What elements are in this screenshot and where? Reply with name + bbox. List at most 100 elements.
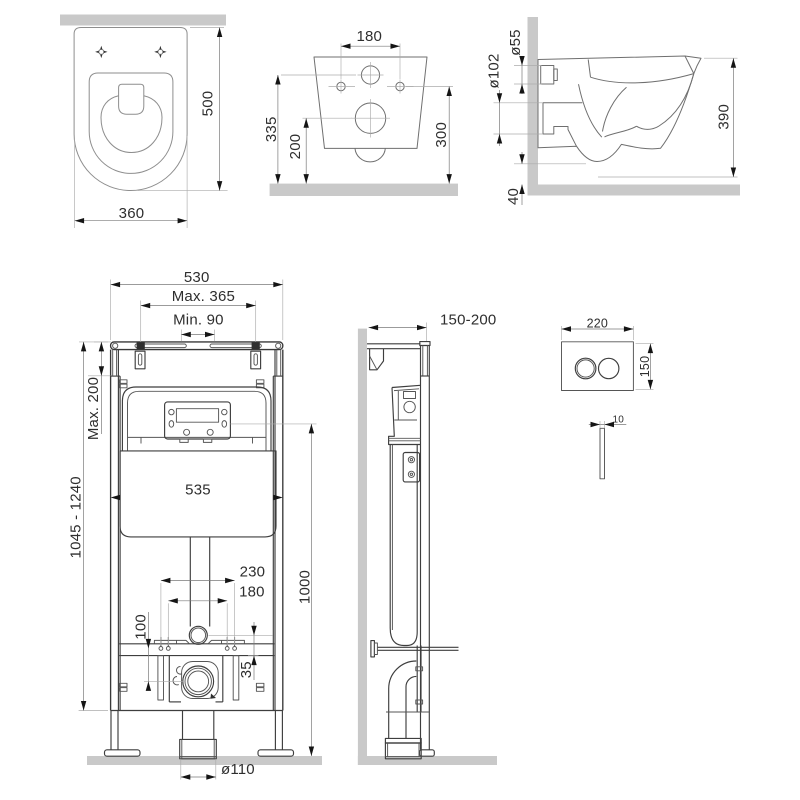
dimension-arrowhead	[181, 331, 191, 338]
pipe-clips	[172, 666, 183, 686]
dim-220-label: 220	[587, 316, 608, 330]
dimension-arrowhead	[417, 324, 427, 331]
toilet-body-outline	[73, 27, 188, 191]
detail-line	[415, 699, 424, 705]
dimension-arrowhead	[273, 281, 283, 288]
frame-line	[188, 625, 208, 645]
dimension-arrowhead	[496, 93, 503, 103]
access-panel	[119, 450, 277, 538]
dim-390-label: 390	[716, 104, 733, 130]
detail-line	[168, 420, 175, 428]
outlet-circle-mid	[184, 667, 212, 696]
dimension-arrowhead	[519, 56, 525, 66]
detail-line	[409, 472, 414, 476]
dimension-arrowhead	[145, 681, 152, 691]
plate-outline	[561, 341, 634, 391]
dim-500-label: 500	[200, 91, 217, 117]
dim-1000: 1000	[230, 423, 317, 756]
detail-line	[183, 428, 191, 436]
dim-150-label: 150	[638, 356, 652, 377]
dim-1000-label: 1000	[296, 570, 313, 604]
side-bracket-plate	[402, 451, 421, 483]
toilet-top-view: 500 360	[60, 14, 228, 228]
floor-section	[357, 756, 497, 765]
foot-plate-left	[103, 749, 141, 757]
inlet-spigot	[540, 65, 558, 85]
frame-line	[384, 737, 422, 744]
detail-line	[255, 383, 265, 389]
dimension-arrowhead	[519, 184, 525, 194]
frame-line	[179, 738, 217, 760]
ceramic-line	[540, 65, 555, 85]
dim-40-label: 40	[505, 188, 522, 205]
dimension-arrowhead	[98, 341, 105, 352]
detail-line	[407, 470, 415, 478]
mounting-cross-right	[154, 45, 167, 59]
floor-section	[527, 184, 740, 196]
dim-300: 300	[406, 86, 453, 184]
dimension-arrowhead	[590, 421, 600, 428]
toilet-bowl-opening	[100, 95, 163, 153]
detail-line	[127, 390, 267, 451]
toilet-rim-line	[587, 59, 694, 84]
dimension-arrowhead	[206, 774, 216, 780]
dim-height-range-label: 1045 - 1240	[68, 476, 85, 558]
top-bar-slot-right	[209, 343, 262, 349]
frame-line	[402, 451, 421, 483]
toilet-flush-recess	[118, 83, 145, 115]
frame-line	[164, 401, 231, 440]
dimension-arrowhead	[251, 625, 257, 636]
frame-line	[250, 350, 262, 370]
detail-line	[202, 438, 213, 443]
dim-max200: Max. 200	[85, 341, 111, 440]
outlet-hole	[351, 99, 390, 138]
frame-line	[134, 350, 146, 370]
dim-230-label: 230	[240, 563, 266, 580]
dimension-arrowhead	[246, 302, 256, 309]
rail-fixing-tabs	[119, 379, 265, 692]
dimension-arrowhead	[446, 174, 452, 184]
dim-min90: Min. 90	[173, 311, 223, 342]
dim-max365-label: Max. 365	[172, 288, 235, 305]
frame-front-view: 535	[68, 269, 322, 780]
dim-390: 390	[598, 57, 738, 178]
dim-360-label: 360	[119, 205, 145, 222]
top-bar-end-hole-left	[112, 342, 119, 349]
dim-max200-label: Max. 200	[85, 377, 102, 440]
dimension-arrowhead	[177, 218, 188, 224]
dim-180-back: 180	[340, 28, 401, 79]
dimension-arrowhead	[275, 75, 281, 85]
detail-line	[119, 687, 128, 692]
dim-outlet-diameter: ø102	[486, 54, 543, 146]
dimension-arrowhead	[217, 598, 228, 604]
detail-line	[221, 420, 228, 428]
flush-button-right	[597, 357, 620, 380]
solid-mark	[154, 45, 167, 59]
dimension-arrowhead	[80, 341, 87, 352]
detail-line	[393, 388, 420, 421]
flush-button-left-outer	[574, 357, 597, 380]
frame-line	[405, 675, 417, 739]
ceramic-line	[98, 48, 105, 55]
dimension-arrowhead	[308, 746, 315, 756]
dim-inlet-diameter: ø55	[507, 29, 542, 94]
dimension-arrowhead	[496, 134, 503, 144]
dimension-arrowhead	[110, 494, 121, 501]
flush-button-left-inner	[576, 359, 595, 378]
dim-230: 230	[160, 563, 266, 645]
dim-outlet-pipe-label: ø110	[221, 761, 255, 778]
detail-line	[255, 379, 265, 384]
toilet-nose-facet	[684, 55, 695, 74]
outlet-flange	[181, 661, 219, 699]
toilet-bowl-inner-lines	[578, 84, 637, 138]
dimension-arrowhead	[168, 598, 178, 604]
dimension-arrowhead	[225, 577, 235, 584]
frame-line	[121, 386, 272, 451]
dim-200-label: 200	[287, 134, 304, 160]
dim-335: 335	[263, 74, 356, 184]
detail-line	[255, 682, 265, 688]
detail-line	[373, 642, 378, 655]
dim-35: 35	[238, 622, 259, 680]
ceramic-line	[157, 48, 164, 55]
dimension-arrowhead	[216, 27, 223, 37]
